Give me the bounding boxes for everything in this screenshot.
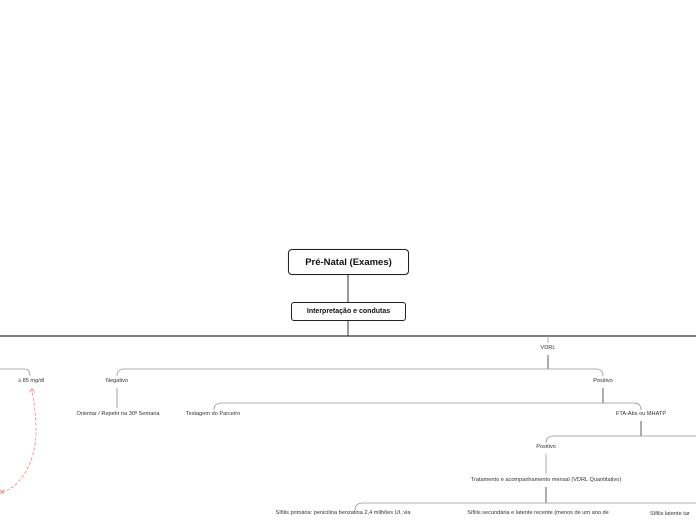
fta-abs-node[interactable]: FTA-Abs ou MHATP bbox=[615, 411, 667, 418]
glicemia-threshold-node[interactable]: ≥ 85 mg/dl bbox=[17, 378, 45, 385]
connector-fta-branches bbox=[545, 435, 696, 444]
connector-positivo-branches bbox=[213, 402, 642, 411]
relation-end-marker-icon bbox=[0, 489, 5, 495]
relation-arrowhead-icon bbox=[29, 387, 35, 393]
tratamento-node[interactable]: Tratamento e acompanhamento mensal (VDRL… bbox=[470, 477, 622, 484]
interpretacao-label: Interpretação e condutas bbox=[306, 308, 391, 315]
vdrl-positivo-node[interactable]: Positivo bbox=[593, 378, 613, 385]
vdrl-node[interactable]: VDRL bbox=[540, 345, 556, 352]
central-topic-node[interactable]: Pré-Natal (Exames) bbox=[288, 249, 409, 275]
testagem-parceiro-node[interactable]: Testagem do Parceiro bbox=[185, 411, 241, 418]
relation-dashed-curve[interactable] bbox=[1, 389, 37, 493]
fta-positivo-node[interactable]: Positivo bbox=[536, 444, 556, 451]
central-topic-label: Pré-Natal (Exames) bbox=[305, 256, 392, 268]
sifilis-secundaria-node[interactable]: Sífilis secundária e latente recente (me… bbox=[467, 510, 609, 517]
connector-vdrl-branches bbox=[116, 368, 604, 377]
orientar-repetir-node[interactable]: Orientar / Repetir na 30ª Semana bbox=[76, 411, 160, 418]
connector-glicemia-branch bbox=[0, 368, 31, 377]
vdrl-negativo-node[interactable]: Negativo bbox=[105, 378, 129, 385]
sifilis-latente-node[interactable]: Sífilis latente tar bbox=[650, 511, 690, 517]
connector-tratamento-branches bbox=[354, 502, 696, 511]
sifilis-primaria-node[interactable]: Sífilis primária: penicilina benzatina 2… bbox=[275, 510, 411, 517]
interpretacao-node[interactable]: Interpretação e condutas bbox=[291, 302, 406, 321]
